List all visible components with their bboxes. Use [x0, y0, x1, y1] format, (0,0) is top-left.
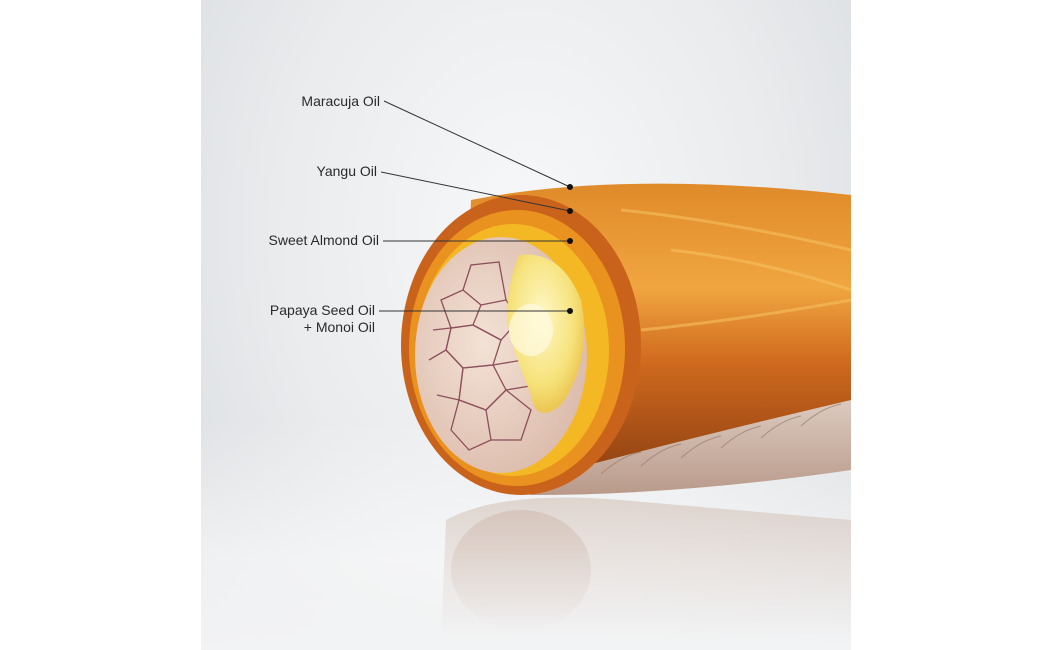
label-text: Papaya Seed Oil: [269, 302, 375, 318]
hair-reflection: [441, 497, 851, 640]
labels-layer: Maracuja Oil Yangu Oil Sweet Almond Oil …: [201, 0, 851, 650]
leader-lines: [379, 100, 571, 312]
label-text: Yangu Oil: [316, 163, 377, 179]
leader-dots: [567, 184, 573, 314]
label-maracuja-oil: Maracuja Oil: [301, 93, 380, 110]
label-sweet-almond-oil: Sweet Almond Oil: [269, 232, 380, 249]
label-text-line2: + Monoi Oil: [303, 319, 375, 335]
label-yangu-oil: Yangu Oil: [317, 163, 377, 180]
label-text: Sweet Almond Oil: [268, 232, 380, 248]
label-text: Maracuja Oil: [301, 93, 380, 109]
diagram-panel: Maracuja Oil Yangu Oil Sweet Almond Oil …: [201, 0, 851, 650]
hair-strand-illustration: [379, 100, 851, 640]
label-papaya-seed-oil: Papaya Seed Oil + Monoi Oil: [270, 302, 375, 336]
